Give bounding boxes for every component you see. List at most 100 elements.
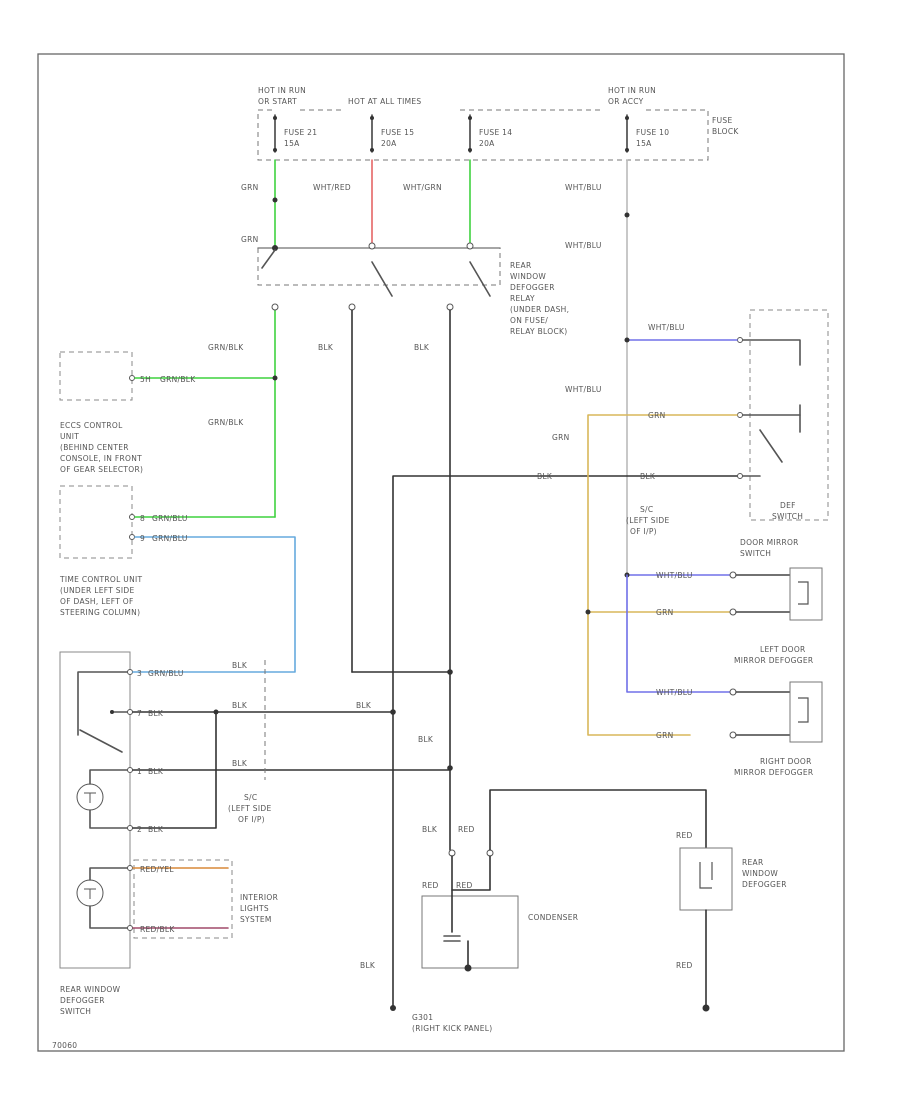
svg-text:MIRROR DEFOGGER: MIRROR DEFOGGER: [734, 768, 813, 777]
svg-text:LEFT DOOR: LEFT DOOR: [760, 645, 806, 654]
wire-label-grn-2: GRN: [241, 235, 259, 244]
svg-text:GRN/BLU: GRN/BLU: [152, 514, 188, 523]
ground-label-2: (RIGHT KICK PANEL): [412, 1024, 492, 1033]
sw-wire-1: GRN/BLU: [148, 669, 184, 678]
svg-text:WINDOW: WINDOW: [510, 272, 546, 281]
svg-text:FUSE 15: FUSE 15: [381, 128, 414, 137]
hot-in-run-label-1: HOT IN RUN: [258, 86, 306, 95]
wire-label-grn-3: GRN: [552, 433, 570, 442]
fuse-21: FUSE 21 15A: [273, 114, 317, 153]
time-control-unit: 8 GRN/BLU 9 GRN/BLU TIME CONTROL UNIT (U…: [59, 485, 296, 673]
svg-text:CONDENSER: CONDENSER: [528, 913, 578, 922]
wire-label-wht-blu-4: WHT/BLU: [565, 385, 602, 394]
wire-blk-def-switch: [392, 475, 741, 1009]
wire-label-red-1: RED: [458, 825, 475, 834]
svg-text:REAR: REAR: [510, 261, 532, 270]
svg-text:FUSE 21: FUSE 21: [284, 128, 317, 137]
svg-text:20A: 20A: [381, 139, 397, 148]
svg-text:DEFOGGER: DEFOGGER: [510, 283, 555, 292]
fuse-block-label: FUSE: [712, 116, 733, 125]
sw-pin-4: 1: [137, 767, 142, 776]
door-mirror-switch-label-2: SWITCH: [740, 549, 771, 558]
svg-text:(BEHIND CENTER: (BEHIND CENTER: [60, 443, 129, 452]
sw-wire-5-label: BLK: [232, 661, 248, 670]
svg-text:DEFOGGER: DEFOGGER: [60, 996, 105, 1005]
right-door-mirror-defogger: WHT/BLU GRN RIGHT DOOR MIRROR DEFOGGER: [626, 574, 823, 777]
svg-text:INTERIOR: INTERIOR: [240, 893, 278, 902]
splice-label-1: S/C: [640, 505, 653, 514]
fuse-block: HOT IN RUN OR START HOT AT ALL TIMES HOT…: [257, 86, 739, 161]
svg-text:15A: 15A: [636, 139, 652, 148]
svg-text:REAR WINDOW: REAR WINDOW: [60, 985, 121, 994]
rear-window-defogger-relay: REAR WINDOW DEFOGGER RELAY (UNDER DASH, …: [257, 242, 569, 336]
sw-pin-2: 7: [137, 709, 142, 718]
sw-wire-7: BLK: [148, 825, 164, 834]
eccs-control-unit: 5H GRN/BLK ECCS CONTROL UNIT (BEHIND CEN…: [59, 351, 278, 474]
svg-text:RED: RED: [422, 881, 439, 890]
splice-label-3: OF I/P): [630, 527, 657, 536]
wire-label-red-2: RED: [676, 831, 693, 840]
wire-label-grn-1: GRN: [241, 183, 259, 192]
fuse-block-label-2: BLOCK: [712, 127, 739, 136]
fuse-15: FUSE 15 20A: [370, 114, 414, 153]
door-mirror-switch-label-1: DOOR MIRROR: [740, 538, 799, 547]
hot-in-run-label-2: HOT IN RUN: [608, 86, 656, 95]
svg-text:GRN/BLK: GRN/BLK: [160, 375, 196, 384]
svg-text:ECCS CONTROL: ECCS CONTROL: [60, 421, 123, 430]
splice-left-1: S/C: [244, 793, 257, 802]
sw-wire-5b: BLK: [232, 759, 248, 768]
wire-label-grn-blk-1: GRN/BLK: [208, 343, 244, 352]
figure-id: 70060: [52, 1041, 77, 1050]
splice-left-2: (LEFT SIDE: [228, 804, 271, 813]
svg-text:(UNDER LEFT SIDE: (UNDER LEFT SIDE: [60, 586, 135, 595]
wire-label-blk-2: BLK: [414, 343, 430, 352]
svg-text:WHT/BLU: WHT/BLU: [656, 571, 693, 580]
sw-wire-4: BLK: [148, 767, 164, 776]
wire-label-red-3: RED: [676, 961, 693, 970]
wire-label-wht-grn: WHT/GRN: [403, 183, 442, 192]
svg-text:RED/BLK: RED/BLK: [140, 925, 175, 934]
svg-text:RED/YEL: RED/YEL: [140, 865, 174, 874]
splice-label-2: (LEFT SIDE: [626, 516, 669, 525]
def-switch: DEF SWITCH: [737, 309, 829, 521]
sw-wire-3: BLK: [232, 701, 248, 710]
svg-text:RELAY: RELAY: [510, 294, 535, 303]
svg-text:FUSE 14: FUSE 14: [479, 128, 512, 137]
diagram-border: [37, 53, 845, 1052]
rear-window-defogger: REAR WINDOW DEFOGGER: [679, 847, 786, 911]
sw-pin-1: 3: [137, 669, 142, 678]
svg-text:9: 9: [140, 534, 145, 543]
wire-label-grn-blk-2: GRN/BLK: [208, 418, 244, 427]
wire-label-wht-blu-3: WHT/BLU: [648, 323, 685, 332]
svg-text:GRN: GRN: [656, 608, 674, 617]
left-door-mirror-defogger: WHT/BLU GRN LEFT DOOR MIRROR DEFOGGER: [585, 567, 823, 665]
hot-in-run-label-1b: OR START: [258, 97, 297, 106]
fuse-14: FUSE 14 20A: [468, 114, 512, 153]
wire-label-blk-5: BLK: [418, 735, 434, 744]
svg-text:DEF: DEF: [780, 501, 796, 510]
svg-text:MIRROR DEFOGGER: MIRROR DEFOGGER: [734, 656, 813, 665]
svg-text:RIGHT DOOR: RIGHT DOOR: [760, 757, 812, 766]
wire-label-blk-7: BLK: [360, 961, 376, 970]
svg-text:8: 8: [140, 514, 145, 523]
svg-text:WHT/BLU: WHT/BLU: [656, 688, 693, 697]
wire-label-blk-6: BLK: [422, 825, 438, 834]
rear-window-defogger-switch: REAR WINDOW DEFOGGER SWITCH: [59, 651, 133, 1016]
svg-text:RELAY BLOCK): RELAY BLOCK): [510, 327, 567, 336]
hot-in-run-label-2b: OR ACCY: [608, 97, 644, 106]
svg-text:SWITCH: SWITCH: [60, 1007, 91, 1016]
svg-text:GRN: GRN: [656, 731, 674, 740]
svg-text:WINDOW: WINDOW: [742, 869, 778, 878]
wire-label-blk-1: BLK: [318, 343, 334, 352]
svg-text:OF DASH, LEFT OF: OF DASH, LEFT OF: [60, 597, 134, 606]
wire-red-defogger: [489, 789, 707, 851]
sw-wire-2: BLK: [148, 709, 164, 718]
svg-text:REAR: REAR: [742, 858, 764, 867]
svg-text:5H: 5H: [140, 375, 151, 384]
svg-text:FUSE 10: FUSE 10: [636, 128, 669, 137]
wire-label-wht-blu-top: WHT/BLU: [565, 183, 602, 192]
wire-label-blk-3: BLK: [537, 472, 553, 481]
svg-text:SWITCH: SWITCH: [772, 512, 803, 521]
wire-label-wht-blu-2: WHT/BLU: [565, 241, 602, 250]
